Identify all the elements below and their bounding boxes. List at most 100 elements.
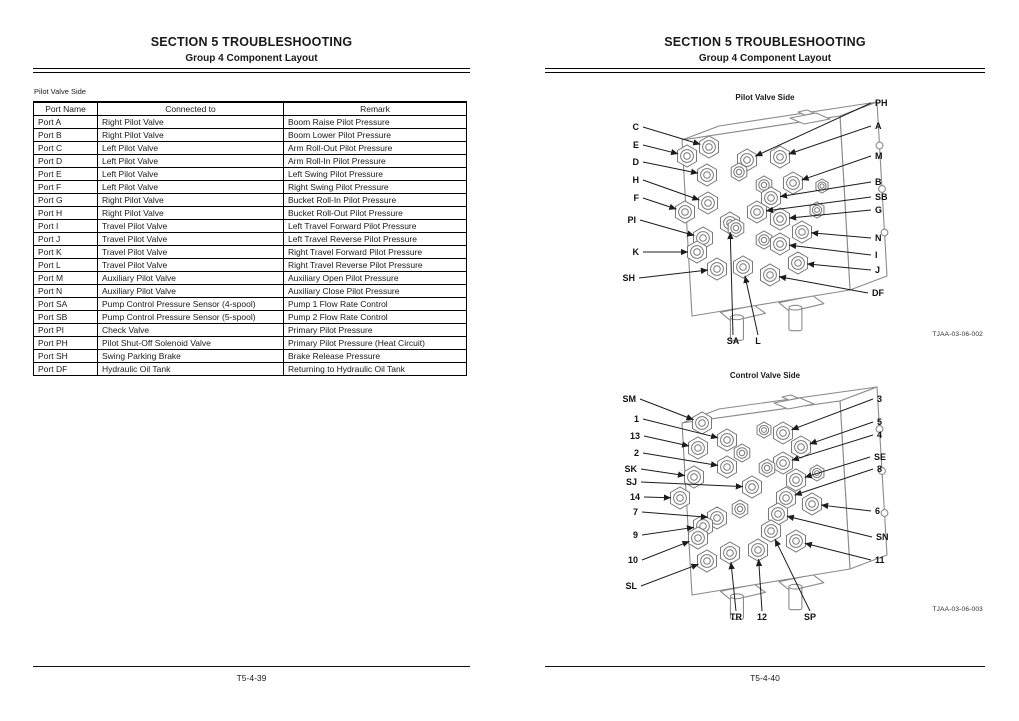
port-label-SL: SL <box>625 581 637 591</box>
port-label-K: K <box>633 247 640 257</box>
table-cell: Pump 1 Flow Rate Control <box>283 297 467 311</box>
port-label-F: F <box>634 193 640 203</box>
table-cell: Port SB <box>33 310 98 324</box>
section-title-left: SECTION 5 TROUBLESHOOTING <box>150 35 353 49</box>
table-cell: Bucket Roll-Out Pilot Pressure <box>283 206 467 220</box>
table-cell: Port G <box>33 193 98 207</box>
port-label-SE: SE <box>874 452 886 462</box>
table-cell: Pump Control Pressure Sensor (4-spool) <box>97 297 284 311</box>
port-label-I: I <box>875 250 878 260</box>
table-cell: Returning to Hydraulic Oil Tank <box>283 362 467 376</box>
port-label-H: H <box>633 175 640 185</box>
table-cell: Right Pilot Valve <box>97 115 284 129</box>
port-label-10: 10 <box>628 555 638 565</box>
port-label-7: 7 <box>633 507 638 517</box>
port-label-14: 14 <box>630 492 640 502</box>
port-label-PI: PI <box>627 215 636 225</box>
port-label-L: L <box>755 336 761 346</box>
table-cell: Left Pilot Valve <box>97 180 284 194</box>
table-cell: Auxiliary Close Pilot Pressure <box>283 284 467 298</box>
table-cell: Left Pilot Valve <box>97 141 284 155</box>
table-cell: Bucket Roll-In Pilot Pressure <box>283 193 467 207</box>
table-cell: Left Swing Pilot Pressure <box>283 167 467 181</box>
figure-code-pilot: TJAA-03-06-002 <box>932 331 983 338</box>
page-number-right: T5-4-40 <box>750 673 780 683</box>
page-number-left: T5-4-39 <box>236 673 267 683</box>
port-label-M: M <box>875 151 883 161</box>
page-right: SECTION 5 TROUBLESHOOTING Group 4 Compon… <box>545 0 985 721</box>
port-label-G: G <box>875 205 882 215</box>
table-cell: Right Travel Forward Pilot Pressure <box>283 245 467 259</box>
table-cell: Left Pilot Valve <box>97 154 284 168</box>
footer-rule-right <box>545 666 985 667</box>
table-cell: Pilot Shut-Off Solenoid Valve <box>97 336 284 350</box>
table-cell: Boom Raise Pilot Pressure <box>283 115 467 129</box>
header-rule-left <box>33 68 470 73</box>
page-left: SECTION 5 TROUBLESHOOTING Group 4 Compon… <box>33 0 470 721</box>
port-label-1: 1 <box>634 414 639 424</box>
table-cell: Boom Lower Pilot Pressure <box>283 128 467 142</box>
table-cell: Left Travel Reverse Pilot Pressure <box>283 232 467 246</box>
header-rule-right <box>545 68 985 73</box>
port-label-DF: DF <box>872 288 884 298</box>
group-title-right: Group 4 Component Layout <box>698 53 832 64</box>
table-cell: Port E <box>33 167 98 181</box>
table-cell: Travel Pilot Valve <box>97 245 284 259</box>
port-label-11: 11 <box>875 555 885 565</box>
table-cell: Brake Release Pressure <box>283 349 467 363</box>
table-cell: Pump 2 Flow Rate Control <box>283 310 467 324</box>
table-cell: Left Pilot Valve <box>97 167 284 181</box>
port-label-9: 9 <box>633 530 638 540</box>
port-label-SP: SP <box>804 612 816 622</box>
port-label-SJ: SJ <box>626 477 637 487</box>
table-cell: Primary Pilot Pressure (Heat Circuit) <box>283 336 467 350</box>
table-cell: Right Pilot Valve <box>97 128 284 142</box>
table-cell: Swing Parking Brake <box>97 349 284 363</box>
port-label-E: E <box>633 140 639 150</box>
table-cell: Port M <box>33 271 98 285</box>
port-label-A: A <box>875 121 882 131</box>
section-title-right: SECTION 5 TROUBLESHOOTING <box>664 35 866 49</box>
table-cell: Port PH <box>33 336 98 350</box>
port-label-4: 4 <box>877 430 882 440</box>
port-label-13: 13 <box>630 431 640 441</box>
port-label-PH: PH <box>875 98 888 108</box>
table-cell: Travel Pilot Valve <box>97 232 284 246</box>
table-header-row: Port Name Connected to Remark <box>33 101 467 116</box>
table-cell: Auxiliary Pilot Valve <box>97 271 284 285</box>
col-header-connected-to: Connected to <box>97 101 284 116</box>
port-label-5: 5 <box>877 417 882 427</box>
table-cell: Travel Pilot Valve <box>97 219 284 233</box>
table-cell: Port B <box>33 128 98 142</box>
port-label-TR: TR <box>730 612 742 622</box>
port-label-3: 3 <box>877 394 882 404</box>
port-label-C: C <box>633 122 640 132</box>
table-cell: Right Pilot Valve <box>97 206 284 220</box>
table-cell: Port F <box>33 180 98 194</box>
port-label-SK: SK <box>624 464 637 474</box>
port-label-6: 6 <box>875 506 880 516</box>
table-cell: Auxiliary Pilot Valve <box>97 284 284 298</box>
table-cell: Port PI <box>33 323 98 337</box>
table-cell: Primary Pilot Pressure <box>283 323 467 337</box>
port-label-8: 8 <box>877 464 882 474</box>
port-label-SM: SM <box>623 394 637 404</box>
table-cell: Arm Roll-In Pilot Pressure <box>283 154 467 168</box>
col-header-port-name: Port Name <box>33 101 98 116</box>
